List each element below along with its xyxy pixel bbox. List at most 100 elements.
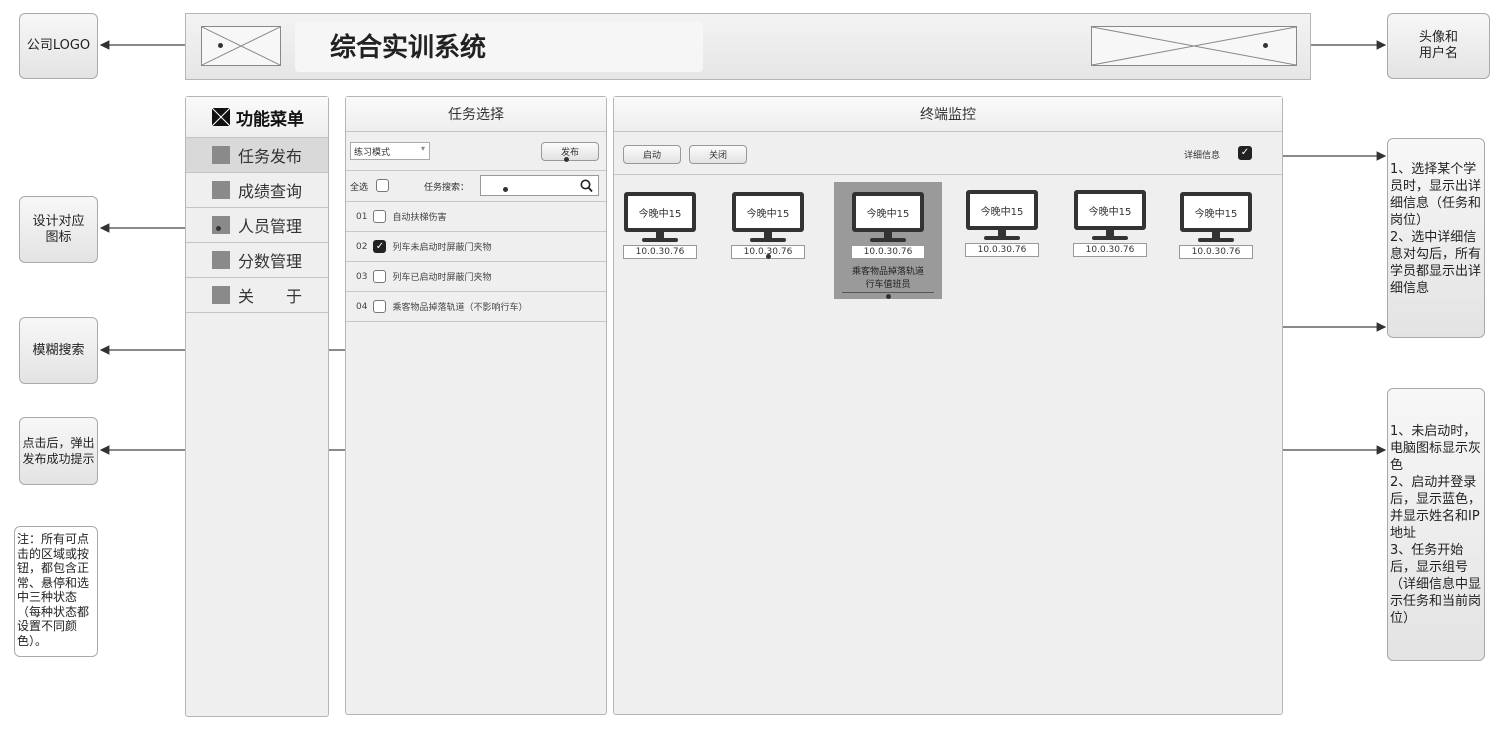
task-number: 01 [356, 211, 368, 222]
menu-header: 功能菜单 [186, 97, 328, 138]
task-label: 乘客物品掉落轨道（不影响行车） [392, 303, 528, 313]
note-detail: 1、选择某个学员时，显示出详细信息（任务和岗位） 2、选中详细信息对勾后，所有学… [1387, 138, 1485, 338]
note-search: 模糊搜索 [19, 317, 98, 384]
menu-item-label: 人员管理 [238, 217, 303, 236]
start-button[interactable]: 启动 [623, 145, 681, 164]
menu-title: 功能菜单 [236, 109, 304, 130]
terminal-ip: 10.0.30.76 [965, 243, 1039, 257]
task-label: 自动扶梯伤害 [392, 213, 447, 223]
terminal-name: 今晚中15 [1194, 208, 1238, 220]
mode-select[interactable]: 练习模式 ▾ [350, 142, 430, 160]
terminal-ip: 10.0.30.76 [851, 245, 925, 259]
menu-icon [212, 108, 230, 126]
task-checkbox-checked[interactable]: ✓ [373, 240, 387, 253]
connector-dot [1263, 43, 1268, 48]
terminal[interactable]: 今晚中15 10.0.30.76 [1070, 190, 1150, 257]
task-toolbar: 练习模式 ▾ 发布 [346, 132, 606, 171]
menu-item-score-query[interactable]: 成绩查询 [186, 173, 328, 208]
title-area [295, 22, 703, 72]
monitor-toolbar: 启动 关闭 详细信息 ✓ [614, 132, 1282, 175]
monitor-panel-title: 终端监控 [614, 97, 1282, 132]
about-icon [212, 286, 230, 304]
terminal-name: 今晚中15 [980, 206, 1024, 218]
score-query-icon [212, 181, 230, 199]
computer-icon: 今晚中15 [852, 192, 924, 232]
menu-item-label: 任务发布 [238, 147, 303, 166]
score-manage-icon [212, 251, 230, 269]
detail-checkbox[interactable]: ✓ [1238, 146, 1252, 160]
chevron-down-icon: ▾ [420, 144, 425, 153]
computer-icon: 今晚中15 [1180, 192, 1252, 232]
task-row[interactable]: 03 列车已启动时屏蔽门夹物 [346, 262, 606, 292]
task-number: 03 [356, 271, 368, 282]
connector-dot [218, 43, 223, 48]
computer-icon: 今晚中15 [624, 192, 696, 232]
menu-item-label: 分数管理 [238, 252, 303, 271]
connector-dot [216, 226, 221, 231]
computer-icon: 今晚中15 [966, 190, 1038, 230]
select-all-label: 全选 [350, 183, 369, 193]
task-search-row: 全选 任务搜索： [346, 171, 606, 202]
menu-item-about[interactable]: 关 于 [186, 278, 328, 313]
function-menu: 功能菜单 任务发布 成绩查询 人员管理 分数管理 关 于 [185, 96, 329, 717]
terminal-ip: 10.0.30.76 [1073, 243, 1147, 257]
task-label: 列车已启动时屏蔽门夹物 [392, 273, 492, 283]
task-panel-title: 任务选择 [346, 97, 606, 132]
image-placeholder-icon [201, 26, 281, 66]
note-status: 1、未启动时，电脑图标显示灰色 2、启动并登录后，显示蓝色，并显示姓名和IP地址… [1387, 388, 1485, 661]
menu-item-label: 关 于 [238, 287, 303, 306]
note-logo: 公司LOGO [19, 13, 98, 79]
note-publish: 点击后，弹出发布成功提示 [19, 417, 98, 485]
computer-icon: 今晚中15 [1074, 190, 1146, 230]
task-checkbox[interactable] [373, 210, 387, 223]
terminal[interactable]: 今晚中15 10.0.30.76 [728, 192, 808, 259]
terminal[interactable]: 今晚中15 10.0.30.76 [1176, 192, 1256, 259]
terminal-name: 今晚中15 [638, 208, 682, 220]
detail-label: 详细信息 [1184, 151, 1221, 161]
computer-icon: 今晚中15 [732, 192, 804, 232]
task-publish-icon [212, 146, 230, 164]
terminal-role: 行车值班员 [842, 277, 934, 293]
menu-item-task-publish[interactable]: 任务发布 [186, 138, 328, 173]
note-avatar: 头像和用户名 [1387, 13, 1490, 79]
terminal-name: 今晚中15 [746, 208, 790, 220]
personnel-icon [212, 216, 230, 234]
stop-button[interactable]: 关闭 [689, 145, 747, 164]
connector-dot [886, 294, 891, 299]
task-row[interactable]: 01 自动扶梯伤害 [346, 202, 606, 232]
terminal-selected[interactable]: 今晚中15 10.0.30.76 乘客物品掉落轨道 行车值班员 [834, 182, 942, 299]
image-placeholder-icon [1091, 26, 1297, 66]
task-row[interactable]: 04 乘客物品掉落轨道（不影响行车） [346, 292, 606, 322]
terminal-name: 今晚中15 [866, 208, 910, 220]
monitor-panel: 终端监控 启动 关闭 详细信息 ✓ [613, 96, 1283, 715]
note-states: 注：所有可点击的区域或按钮，都包含正常、悬停和选中三种状态（每种状态都设置不同颜… [14, 526, 98, 657]
task-row[interactable]: 02 ✓ 列车未启动时屏蔽门夹物 [346, 232, 606, 262]
task-search-input[interactable] [480, 175, 599, 196]
search-icon[interactable] [580, 178, 593, 197]
terminal-ip: 10.0.30.76 [623, 245, 697, 259]
task-checkbox[interactable] [373, 300, 387, 313]
menu-item-score-manage[interactable]: 分数管理 [186, 243, 328, 278]
task-number: 02 [356, 241, 368, 252]
select-all-checkbox[interactable] [376, 179, 389, 192]
task-checkbox[interactable] [373, 270, 387, 283]
menu-item-label: 成绩查询 [238, 182, 303, 201]
connector-dot [503, 187, 508, 192]
logo-placeholder [201, 26, 281, 66]
terminal-task: 乘客物品掉落轨道 [851, 267, 924, 277]
connector-dot [766, 254, 771, 259]
terminal-name: 今晚中15 [1088, 206, 1132, 218]
task-search-label: 任务搜索： [424, 183, 470, 193]
note-icon: 设计对应图标 [19, 196, 98, 263]
task-panel: 任务选择 练习模式 ▾ 发布 全选 任务搜索： 01 自动扶梯伤害 02 ✓ 列… [345, 96, 607, 715]
terminal-ip: 10.0.30.76 [1179, 245, 1253, 259]
terminal[interactable]: 今晚中15 10.0.30.76 [962, 190, 1042, 257]
task-number: 04 [356, 301, 368, 312]
page-title: 综合实训系统 [330, 33, 487, 63]
menu-item-personnel[interactable]: 人员管理 [186, 208, 328, 243]
avatar-placeholder[interactable] [1091, 26, 1297, 66]
terminal[interactable]: 今晚中15 10.0.30.76 [620, 192, 700, 259]
task-label: 列车未启动时屏蔽门夹物 [392, 243, 492, 253]
connector-dot [564, 157, 569, 162]
publish-button[interactable]: 发布 [541, 142, 599, 161]
